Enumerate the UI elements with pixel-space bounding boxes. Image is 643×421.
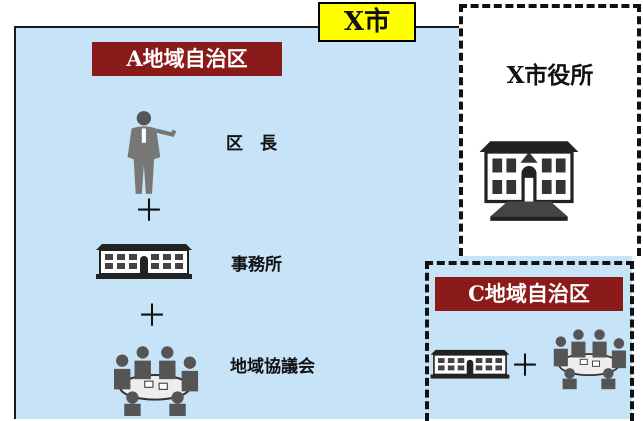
- office-building-icon: [429, 346, 511, 380]
- plus-sign: ＋: [134, 194, 164, 229]
- plus-sign: ＋: [137, 299, 167, 334]
- region-c-title: C地域自治区: [435, 277, 623, 311]
- city-office-label: X市役所: [506, 62, 594, 89]
- plus-sign: ＋: [510, 349, 540, 384]
- council-meeting-icon: [100, 334, 210, 416]
- council-meeting-icon: [545, 318, 633, 390]
- council-label: 地域協議会: [230, 357, 315, 376]
- region-c-box: [425, 261, 634, 421]
- office-label: 事務所: [231, 255, 282, 274]
- person-icon: [118, 108, 182, 200]
- city-hall-icon: [474, 137, 584, 223]
- city-title: X市: [318, 2, 416, 42]
- region-head-label: 区 長: [226, 134, 277, 153]
- office-building-icon: [94, 240, 194, 280]
- region-a-title: A地域自治区: [92, 42, 282, 76]
